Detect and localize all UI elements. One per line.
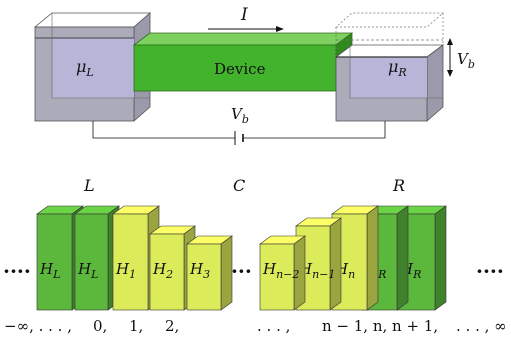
bias-arrow: Vb [447,38,475,77]
index-label: . . . , [257,317,290,335]
current-label: I [240,5,248,25]
block-label: Hn−2 [262,260,299,281]
left-potential-label: μL [76,57,94,79]
index-label: 2, [165,317,179,335]
block-label: HL [77,260,98,281]
index-row: −∞, . . . , 0, 1, 2, . . . , n − 1, n, n… [4,317,507,335]
bias-circuit: Vb [92,105,386,145]
block-label: H1 [115,260,136,281]
hamiltonian-block: HL [74,205,120,311]
hamiltonian-chain: L C R ···· ···· ···· HLHLH1H2H3HRHRHnHn−… [3,176,507,335]
hamiltonian-block: H3 [186,235,233,311]
right-potential-label: μR [388,57,407,79]
index-label: 0, [93,317,107,335]
block-label: H2 [152,260,173,281]
index-label: . . . , ∞ [456,317,507,335]
dots-right: ···· [476,259,504,283]
block-label: HL [39,260,60,281]
transport-setup: I μL Device μR Vb Vb [33,5,475,145]
index-label: n − 1, n, n + 1, [322,317,438,335]
dots-left: ···· [3,259,31,283]
region-right-label: R [392,176,405,195]
bias-label-right: Vb [457,50,475,71]
index-label: 1, [129,317,143,335]
region-left-label: L [83,176,95,195]
bias-label-bottom: Vb [231,105,249,126]
right-reservoir [334,12,445,122]
hamiltonian-block: Hn−2 [259,235,306,311]
current-arrow: I [208,5,284,32]
blocks-layer: HLHLH1H2H3HRHRHnHn−1Hn−2 [36,205,447,311]
device-label: Device [214,60,266,78]
block-label: H3 [189,260,210,281]
region-center-label: C [233,176,245,195]
index-label: −∞, . . . , [4,317,72,335]
